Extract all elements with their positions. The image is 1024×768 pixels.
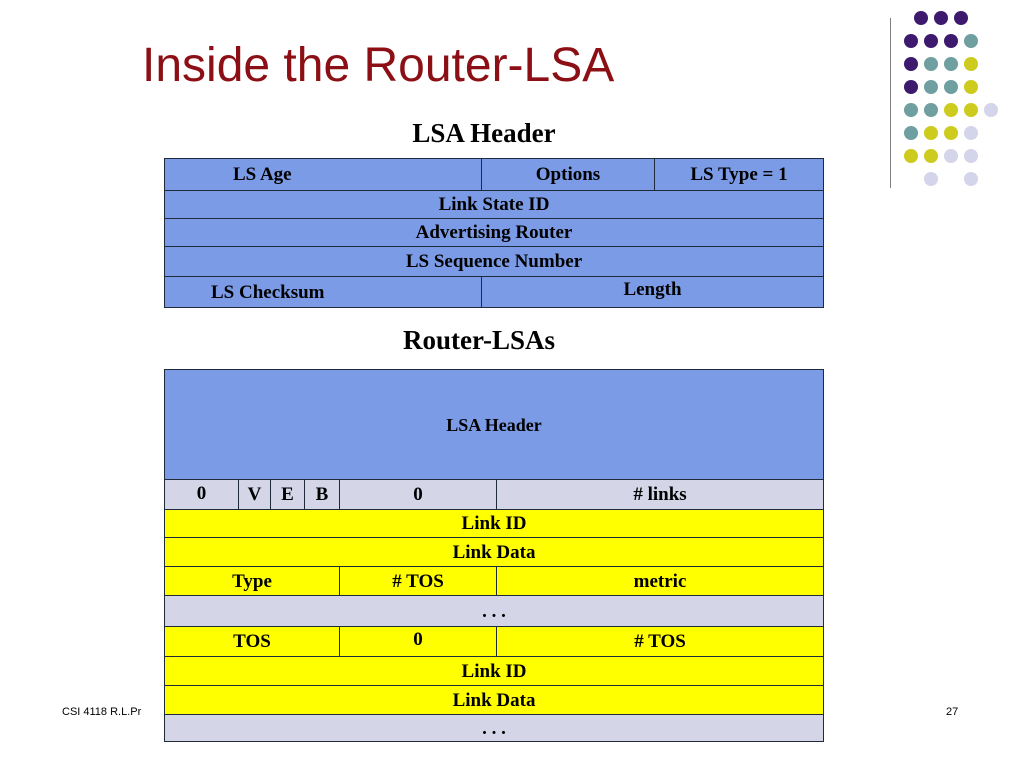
num-links-cell: # links [495, 479, 825, 510]
router-lsas-heading: Router-LSAs [403, 325, 555, 355]
ls-checksum-cell: LS Checksum [164, 276, 482, 308]
decor-dot [924, 103, 938, 117]
decor-dot [904, 103, 918, 117]
decor-dot [924, 57, 938, 71]
tos-num-cell: # TOS [495, 626, 825, 657]
decor-dot [964, 126, 978, 140]
e-flag-cell: E [270, 479, 305, 510]
advertising-router-cell: Advertising Router [164, 218, 824, 247]
ellipsis-cell-2: . . . [163, 714, 825, 742]
decor-dot [924, 149, 938, 163]
decor-dot [944, 57, 958, 71]
slide-title: Inside the Router-LSA [142, 39, 615, 92]
length-cell: Length [481, 276, 824, 308]
decor-dot [904, 126, 918, 140]
router-lsa-table: LSA Header 0 V E B 0 # links Link ID Lin… [163, 369, 825, 742]
decor-dot [944, 126, 958, 140]
zero-pad-cell: 0 [339, 479, 497, 510]
decor-dot [904, 149, 918, 163]
ellipsis-cell: . . . [163, 595, 825, 627]
decor-dot [904, 34, 918, 48]
decor-dot [944, 34, 958, 48]
decor-dot [964, 34, 978, 48]
decor-dot [964, 103, 978, 117]
ls-sequence-number-cell: LS Sequence Number [164, 246, 824, 277]
b-flag-cell: B [304, 479, 340, 510]
num-tos-cell: # TOS [339, 566, 497, 596]
lsa-header-heading: LSA Header [412, 118, 556, 148]
tos-zero-cell: 0 [339, 626, 497, 657]
decor-dot [964, 149, 978, 163]
decorative-divider [890, 18, 891, 188]
tos-cell: TOS [164, 626, 340, 657]
v-flag-cell: V [238, 479, 271, 510]
decor-dot [984, 103, 998, 117]
link-id-cell-2: Link ID [163, 656, 825, 686]
lsa-header-cell: LSA Header [163, 369, 825, 480]
link-state-id-cell: Link State ID [164, 190, 824, 219]
ls-age-cell: LS Age [164, 158, 482, 191]
ls-type-cell: LS Type = 1 [654, 158, 824, 191]
decor-dot [904, 80, 918, 94]
decor-dot [944, 103, 958, 117]
decor-dot [964, 80, 978, 94]
decor-dot [924, 34, 938, 48]
decor-dot [964, 57, 978, 71]
decor-dot [934, 11, 948, 25]
decor-dot [924, 80, 938, 94]
link-data-cell-2: Link Data [163, 685, 825, 715]
decor-dot [944, 80, 958, 94]
slide-number: 27 [946, 706, 959, 718]
decor-dot [964, 172, 978, 186]
decor-dot [924, 172, 938, 186]
link-data-cell: Link Data [163, 537, 825, 567]
decor-dot [914, 11, 928, 25]
metric-cell: metric [495, 566, 825, 596]
type-cell: Type [164, 566, 340, 596]
zero-field-cell: 0 [164, 479, 239, 510]
decor-dot [954, 11, 968, 25]
footer-course-label: CSI 4118 R.L.Pr [62, 706, 142, 718]
decor-dot [904, 57, 918, 71]
decor-dot [924, 126, 938, 140]
lsa-header-table: LS Age Options LS Type = 1 Link State ID… [164, 158, 824, 308]
decor-dot [944, 149, 958, 163]
link-id-cell: Link ID [163, 509, 825, 538]
options-cell: Options [481, 158, 655, 191]
